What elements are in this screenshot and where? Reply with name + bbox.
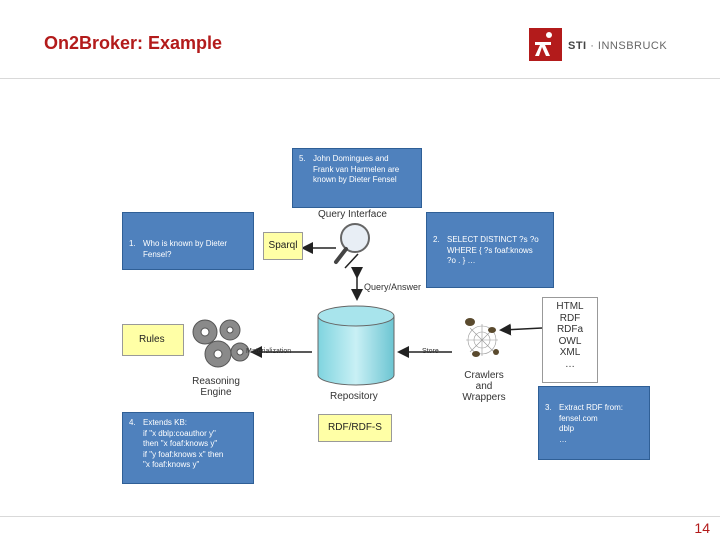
gears-icon (192, 319, 250, 368)
arrow-diagonal (344, 253, 359, 269)
format-more: … (565, 358, 575, 370)
reasoning-engine-label: Reasoning Engine (186, 376, 246, 398)
header-divider (0, 78, 720, 79)
crawlers-line-3: Wrappers (462, 392, 506, 403)
reasoning-engine-line-1: Reasoning (192, 376, 240, 387)
note-4-num: 4. (129, 418, 136, 427)
note-5: 5. John Domingues and Frank van Harmelen … (292, 148, 422, 208)
format-rdfa: RDFa (556, 324, 584, 335)
query-interface-label: Query Interface (318, 209, 387, 220)
format-owl: OWL (558, 335, 582, 347)
spider-icon (465, 318, 499, 357)
reasoning-engine-line-2: Engine (200, 387, 232, 398)
formats-box: HTML RDF RDFa OWL XML … (542, 297, 598, 383)
format-html: HTML (556, 301, 584, 312)
note-1-line-2: Fensel? (143, 249, 172, 259)
logo-text: STI · INNSBRUCK (568, 40, 667, 52)
format-xml: XML (559, 347, 581, 358)
logo-separator: · (590, 40, 595, 52)
repository-label: Repository (330, 391, 378, 402)
note-1-num: 1. (129, 239, 136, 248)
arrow-formats (499, 323, 543, 336)
sparql-box: Sparql (263, 232, 303, 260)
materialization-label: Materialization (246, 348, 292, 355)
page-number: 14 (694, 520, 710, 536)
note-2-num: 2. (433, 235, 440, 244)
note-2-line-3: ?o . } … (447, 256, 476, 265)
repository-cylinder-icon (317, 305, 395, 386)
note-1: 1. Who is known by Dieter Fensel? (122, 212, 254, 270)
note-3-line-4: … (559, 434, 567, 444)
query-answer-label: Query/Answer (364, 282, 422, 292)
crawlers-line-2: and (475, 381, 493, 392)
note-3-line-2: fensel.com (559, 413, 598, 423)
logo-city: INNSBRUCK (597, 40, 668, 52)
note-2-line-2: WHERE { ?s foaf:knows (447, 245, 533, 255)
note-5-line-2: Frank van Harmelen are (313, 164, 400, 174)
note-5-line-1: John Domingues and (313, 154, 389, 163)
slide-title: On2Broker: Example (44, 33, 223, 53)
crawlers-line-1: Crawlers (464, 370, 504, 381)
note-5-num: 5. (299, 154, 306, 163)
note-3-line-3: dblp (559, 424, 575, 433)
logo-brand: STI (568, 40, 587, 52)
format-rdf: RDF (559, 312, 581, 324)
note-4-line-4: if "y foaf:knows x" then (143, 449, 224, 459)
note-3-num: 3. (545, 403, 552, 412)
note-2: 2. SELECT DISTINCT ?s ?o WHERE { ?s foaf:… (426, 212, 554, 288)
note-4: 4. Extends KB: if "x dblp:coauthor y" the… (122, 412, 254, 484)
note-4-line-2: if "x dblp:coauthor y" (143, 428, 216, 438)
note-4-line-5: "x foaf:knows y" (143, 460, 200, 469)
note-3-line-1: Extract RDF from: (559, 403, 624, 412)
footer-divider (0, 516, 720, 517)
store-label: Store (422, 348, 439, 355)
sti-logo-icon (529, 28, 562, 61)
magnifier-icon (334, 223, 370, 264)
note-5-line-3: known by Dieter Fensel (313, 175, 397, 184)
note-3: 3. Extract RDF from: fensel.com dblp … (538, 386, 650, 460)
note-1-line-1: Who is known by Dieter (143, 239, 228, 248)
crawlers-label: Crawlers and Wrappers (458, 370, 510, 403)
note-4-line-1: Extends KB: (143, 418, 188, 427)
note-2-line-1: SELECT DISTINCT ?s ?o (447, 235, 539, 244)
rdf-rdfs-box: RDF/RDF-S (318, 414, 392, 442)
note-4-line-3: then "x foaf:knows y" (143, 439, 218, 448)
rules-box: Rules (122, 324, 184, 356)
